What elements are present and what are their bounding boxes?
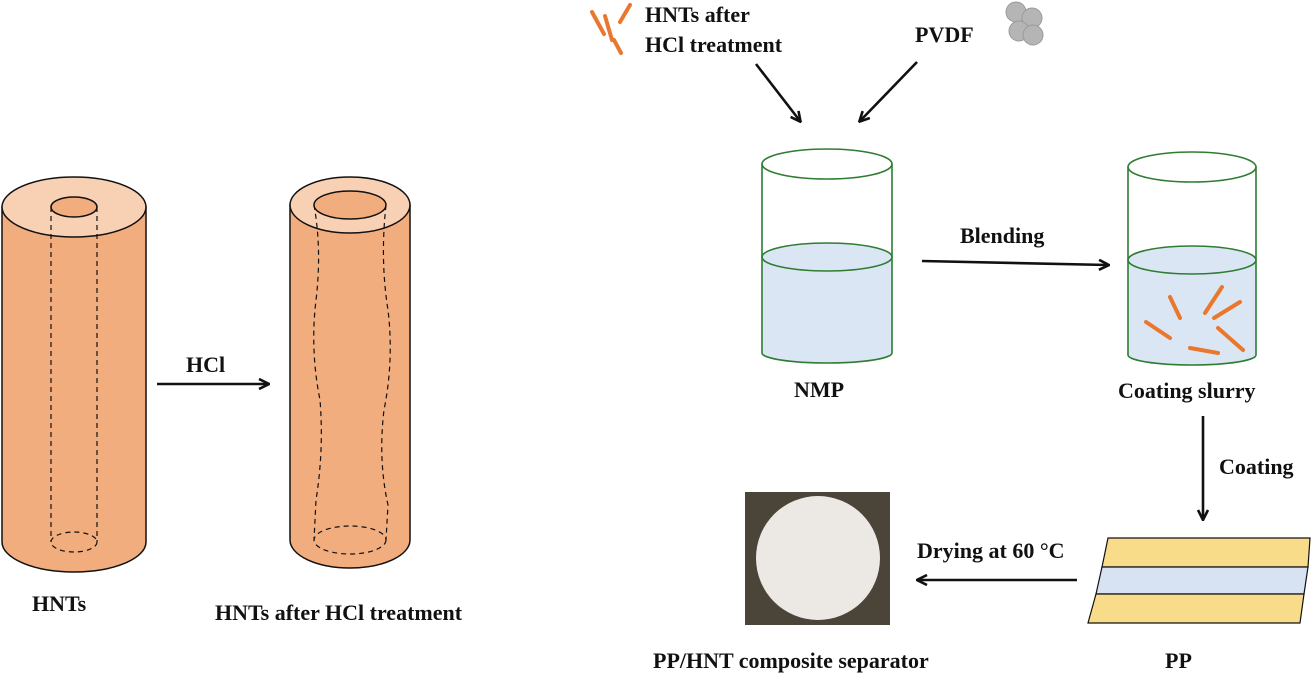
dispersed-nanotubes bbox=[1144, 285, 1245, 355]
label-nmp: NMP bbox=[794, 377, 844, 402]
separator-photo bbox=[745, 492, 890, 625]
nanotube-legend-icon bbox=[590, 3, 632, 55]
label-pvdf: PVDF bbox=[915, 22, 974, 47]
pvdf-input-arrow bbox=[860, 61, 918, 121]
label-hnts-after-hcl: HNTs after HCl treatment bbox=[215, 600, 463, 625]
label-blending: Blending bbox=[960, 223, 1044, 248]
slurry-beaker bbox=[1127, 151, 1257, 366]
label-separator: PP/HNT composite separator bbox=[653, 648, 929, 673]
pp-membrane bbox=[1087, 537, 1311, 624]
blending-arrow bbox=[921, 261, 1108, 265]
label-legend-line2: HCl treatment bbox=[645, 32, 783, 57]
hnt-tube bbox=[1, 176, 147, 573]
hnt-tube-treated bbox=[289, 176, 411, 569]
label-hnts: HNTs bbox=[32, 591, 87, 616]
nmp-beaker bbox=[761, 148, 893, 364]
label-drying: Drying at 60 °C bbox=[917, 538, 1065, 563]
label-pp: PP bbox=[1165, 648, 1192, 673]
pvdf-particles-icon bbox=[1005, 1, 1044, 46]
label-hcl: HCl bbox=[186, 352, 225, 377]
hnts-input-arrow bbox=[754, 63, 800, 121]
label-legend-line1: HNTs after bbox=[645, 2, 750, 27]
label-coating: Coating bbox=[1219, 454, 1294, 479]
label-coating-slurry: Coating slurry bbox=[1118, 378, 1256, 403]
